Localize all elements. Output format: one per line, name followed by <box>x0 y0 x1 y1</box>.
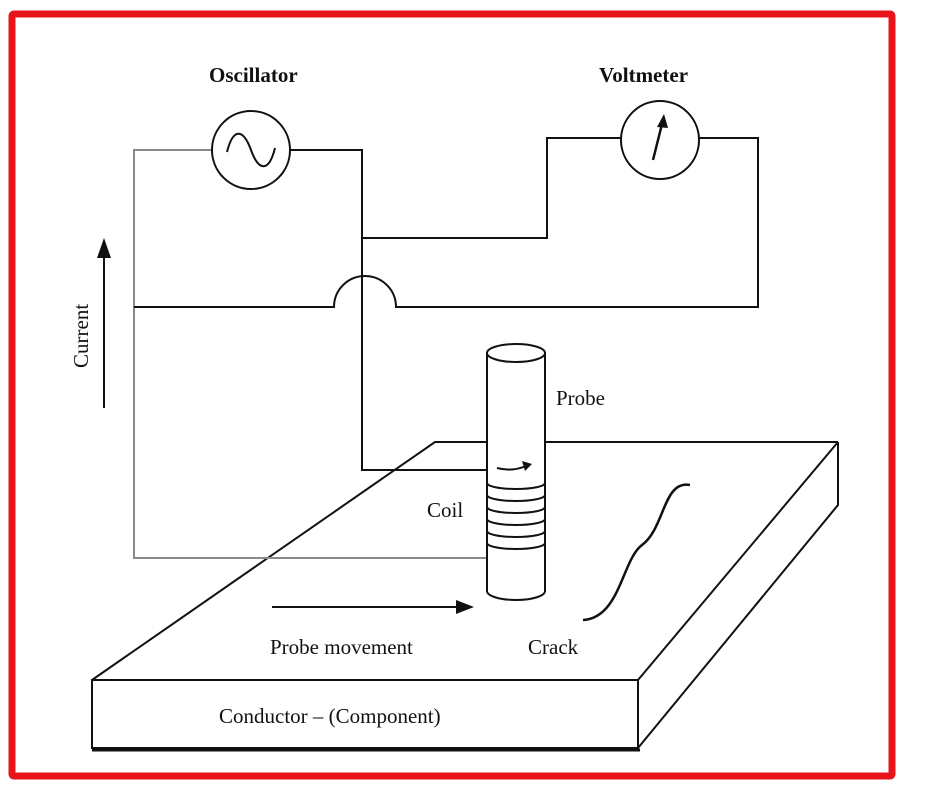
oscillator-label: Oscillator <box>209 63 298 87</box>
voltmeter <box>620 100 700 180</box>
coil-label: Coil <box>427 498 463 522</box>
wire-oscillator-to-coil <box>290 149 487 471</box>
red-border <box>8 10 896 780</box>
voltmeter-circle <box>620 100 700 180</box>
probe <box>486 343 546 601</box>
crack-label: Crack <box>528 635 579 659</box>
wire-voltmeter-return <box>134 137 759 308</box>
coil-windings <box>486 482 546 550</box>
wire-to-voltmeter-left <box>362 137 621 239</box>
probe-movement-label: Probe movement <box>270 635 413 659</box>
probe-body <box>487 353 545 591</box>
probe-bottom <box>486 590 546 601</box>
coil-current-arrowhead <box>522 461 532 471</box>
needle-arrow-icon <box>651 123 664 161</box>
slab-side-face <box>637 442 839 749</box>
needle-arrowhead <box>657 114 668 128</box>
conductor-slab <box>91 441 839 749</box>
current-arrowhead <box>97 238 111 258</box>
probe-movement-arrowhead <box>456 600 474 614</box>
sine-wave-icon <box>226 132 276 168</box>
oscillator <box>211 110 291 190</box>
probe-top <box>486 343 546 363</box>
coil-current-arrow-icon <box>496 465 527 471</box>
conductor-label: Conductor – (Component) <box>219 704 441 728</box>
current-label: Current <box>69 304 93 368</box>
crack-line <box>582 483 691 622</box>
voltmeter-label: Voltmeter <box>599 63 688 87</box>
slab-top-right-edge <box>637 441 839 681</box>
probe-label: Probe <box>556 386 605 410</box>
slab-top-face <box>91 441 838 681</box>
wire-left-gray <box>133 149 487 559</box>
